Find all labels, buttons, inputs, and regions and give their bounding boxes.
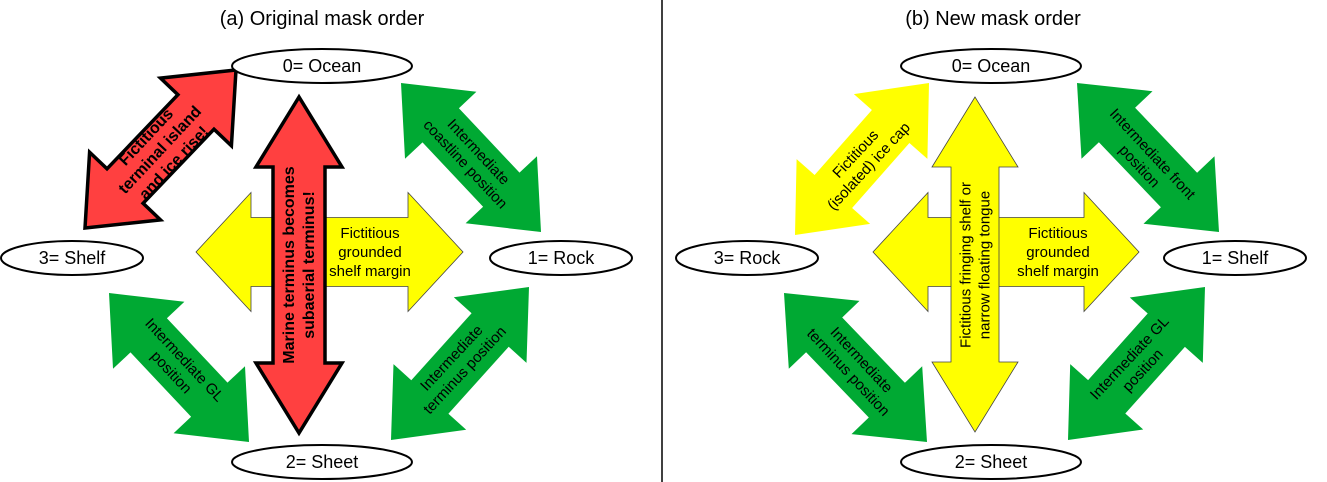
node-b-rock-ellipse — [675, 240, 819, 276]
text-a-horizontal-line: shelf margin — [329, 263, 411, 280]
node-a-sheet-label: 2= Sheet — [286, 452, 359, 472]
arrow-a-horizontal — [195, 191, 464, 313]
arrow-b-vertical — [931, 96, 1019, 433]
node-b-shelf-ellipse — [1163, 240, 1307, 276]
text-a-horizontal-line: Fictitious — [340, 225, 399, 242]
node-a-sheet-ellipse — [231, 444, 413, 480]
node-a-ocean-label: 0= Ocean — [283, 56, 362, 76]
node-a-rock-ellipse — [489, 240, 633, 276]
arrow-b-bottom-left — [784, 293, 927, 442]
arrow-b-horizontal — [872, 191, 1140, 313]
arrow-a-top-right — [401, 83, 541, 232]
text-a-horizontal: Fictitious grounded shelf margin — [329, 225, 411, 280]
panel-a-title: (a) Original mask order — [220, 8, 425, 30]
node-b-ocean-ellipse — [900, 48, 1082, 84]
text-b-vertical-line: narrow floating tongue — [977, 191, 994, 339]
node-b-sheet-ellipse — [900, 444, 1082, 480]
node-a-shelf-label: 3= Shelf — [39, 248, 107, 268]
text-b-horizontal-line: shelf margin — [1017, 263, 1099, 280]
arrow-a-vertical — [252, 93, 346, 437]
text-a-horizontal-line: grounded — [338, 244, 401, 261]
arrow-a-bottom-left — [109, 293, 249, 442]
arrow-b-bottom-right — [1068, 287, 1205, 440]
node-a-shelf-ellipse — [0, 240, 144, 276]
arrow-b-top-left — [795, 83, 929, 235]
text-b-horizontal-line: Fictitious — [1028, 225, 1087, 242]
text-b-vertical-line: Fictitious fringing shelf or — [958, 182, 975, 348]
arrow-a-bottom-right — [391, 287, 529, 440]
arrow-b-top-right — [1077, 83, 1219, 232]
node-b-rock-label: 3= Rock — [714, 248, 782, 268]
text-a-vertical-line: subaerial terminus! — [301, 191, 318, 339]
node-a-ocean-ellipse — [231, 48, 413, 84]
text-a-vertical-line: Marine terminus becomes — [281, 166, 298, 364]
text-b-horizontal: Fictitious grounded shelf margin — [1017, 225, 1099, 280]
node-b-ocean-label: 0= Ocean — [952, 56, 1031, 76]
node-b-shelf-label: 1= Shelf — [1202, 248, 1270, 268]
text-b-horizontal-line: grounded — [1026, 244, 1089, 261]
node-a-rock-label: 1= Rock — [528, 248, 596, 268]
node-b-sheet-label: 2= Sheet — [955, 452, 1028, 472]
panel-b-title: (b) New mask order — [905, 8, 1081, 30]
